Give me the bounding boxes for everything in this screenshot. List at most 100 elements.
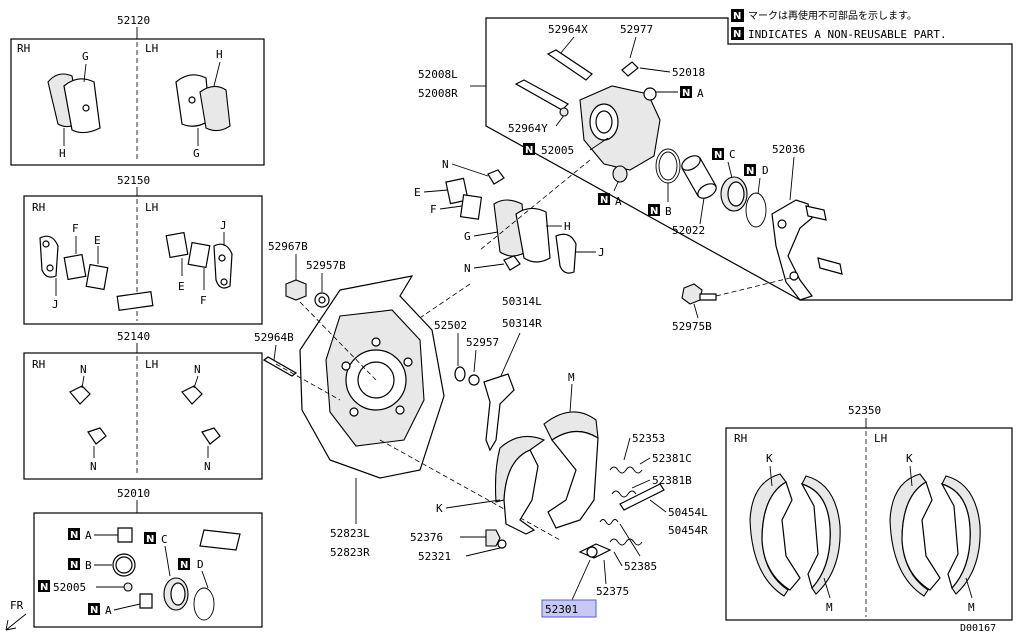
- label-g: G: [464, 230, 471, 243]
- part-52967B: 52967B: [268, 240, 308, 253]
- label-e: E: [94, 234, 101, 247]
- note-en: INDICATES A NON-REUSABLE PART.: [748, 28, 947, 41]
- caliper-bracket-icon: [771, 199, 813, 301]
- brake-shoe-icon: [547, 430, 599, 529]
- kit-52010-box: [33, 512, 263, 628]
- pad-retainer-icon: [487, 169, 505, 185]
- pad-clip-icon: [187, 241, 211, 269]
- label-m: M: [568, 371, 575, 384]
- label-h: H: [59, 147, 66, 160]
- kit-52150: 52150 RH LH F E J J E F: [23, 174, 263, 325]
- part-52823L: 52823L: [330, 527, 370, 540]
- label-c: C: [161, 533, 168, 546]
- grease-pack-icon: [116, 291, 154, 311]
- kit-52350-box: [725, 427, 1013, 621]
- label-h: H: [216, 48, 223, 61]
- non-reusable-mark-icon: [731, 27, 744, 40]
- note-jp: マークは再使用不可部品を示します。: [748, 9, 917, 22]
- svg-text:N: N: [682, 88, 690, 99]
- grease-pack-icon: [199, 529, 241, 551]
- label-a: A: [85, 529, 92, 542]
- lh-label: LH: [145, 358, 158, 371]
- svg-text:N: N: [746, 166, 754, 177]
- label-d: D: [762, 164, 769, 177]
- label-j: J: [598, 246, 605, 259]
- boot-icon: [643, 87, 657, 101]
- pin-icon: [497, 539, 507, 549]
- label-f: F: [72, 222, 79, 235]
- label-m: M: [826, 601, 833, 614]
- pad-retainer-icon: [87, 427, 107, 445]
- pad-shim-icon: [555, 233, 577, 274]
- part-52975B: 52975B: [672, 320, 712, 333]
- part-52008R: 52008R: [418, 87, 458, 100]
- part-50454R: 50454R: [668, 524, 708, 537]
- front-arrow: FR: [5, 599, 27, 631]
- part-52005: 52005: [53, 581, 86, 594]
- label-d: D: [197, 558, 204, 571]
- label-n: N: [80, 363, 87, 376]
- kit-52140-title: 52140: [117, 330, 150, 343]
- part-52964X: 52964X: [548, 23, 588, 36]
- label-m: M: [968, 601, 975, 614]
- kit-52140-box: [23, 352, 263, 480]
- clip-icon: [454, 366, 466, 382]
- boot-icon: [139, 593, 153, 609]
- svg-text:N: N: [146, 534, 154, 545]
- part-52022: 52022: [672, 224, 705, 237]
- lh-label: LH: [145, 42, 158, 55]
- brake-pad-icon: [63, 78, 101, 134]
- brake-shoe-icon: [761, 481, 801, 591]
- washer-icon: [468, 374, 480, 386]
- pad-clip-icon: [165, 231, 189, 259]
- label-b: B: [85, 559, 92, 572]
- boot-icon: [612, 165, 628, 183]
- part-52321: 52321: [418, 550, 451, 563]
- strut-icon: [619, 483, 665, 511]
- piston-seal-icon: [655, 148, 681, 184]
- brake-shoe-icon: [940, 482, 971, 590]
- svg-text:N: N: [40, 582, 48, 593]
- part-52036: 52036: [772, 143, 805, 156]
- label-n: N: [204, 460, 211, 473]
- part-52375: 52375: [596, 585, 629, 598]
- pad-cluster: N E F G H J N: [401, 158, 605, 331]
- part-52502: 52502: [434, 319, 467, 332]
- part-52977: 52977: [620, 23, 653, 36]
- guide-pin-icon: [514, 79, 569, 111]
- svg-text:N: N: [650, 206, 658, 217]
- pad-retainer-icon: [181, 385, 203, 405]
- label-n: N: [464, 262, 471, 275]
- svg-text:N: N: [525, 145, 533, 156]
- part-52823R: 52823R: [330, 546, 370, 559]
- svg-text:N: N: [70, 530, 78, 541]
- kit-52120: 52120 RH LH G H H G: [10, 14, 265, 166]
- rh-label: RH: [17, 42, 30, 55]
- label-f: F: [200, 294, 207, 307]
- caliper-group: 52964X 52977 52018 N A 52008L 52008R 529…: [418, 17, 1013, 333]
- part-52957B: 52957B: [306, 259, 346, 272]
- label-e: E: [178, 280, 185, 293]
- brake-pad-icon: [515, 207, 551, 263]
- label-h: H: [564, 220, 571, 233]
- rh-label: RH: [32, 358, 45, 371]
- caliper-group-outline: [485, 17, 1013, 301]
- brake-shoe-icon: [503, 449, 539, 535]
- label-a: A: [697, 87, 704, 100]
- non-reusable-mark-icon: [731, 9, 744, 22]
- svg-text:N: N: [714, 150, 722, 161]
- spring-icon: [609, 538, 643, 546]
- part-52301[interactable]: 52301: [545, 603, 578, 616]
- brake-shoe-icon: [901, 481, 941, 591]
- label-c: C: [729, 148, 736, 161]
- kit-52150-box: [23, 195, 263, 325]
- pad-clip-icon: [85, 263, 109, 291]
- pad-shim-icon: [213, 243, 233, 289]
- label-k: K: [906, 452, 913, 465]
- bleeder-screw-icon: [621, 61, 639, 77]
- part-52008L: 52008L: [418, 68, 458, 81]
- part-52018: 52018: [672, 66, 705, 79]
- kit-52120-title: 52120: [117, 14, 150, 27]
- part-52957: 52957: [466, 336, 499, 349]
- kit-52350-title: 52350: [848, 404, 881, 417]
